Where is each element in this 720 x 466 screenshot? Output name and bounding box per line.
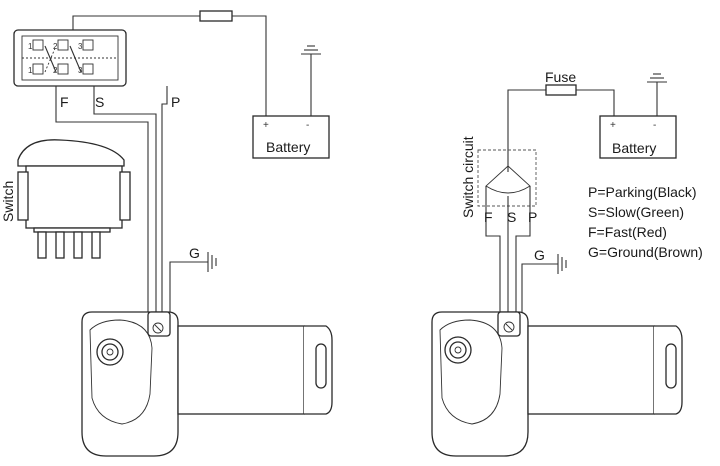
wire-label-p-right: P (528, 209, 537, 225)
wire-label-p-left: P (171, 94, 180, 110)
wire-color-legend: P=Parking(Black) S=Slow(Green) F=Fast(Re… (588, 184, 703, 260)
wiper-motor-left (81, 311, 333, 457)
pin-label-3-top: 3 (78, 42, 83, 51)
wire-label-f-left: F (60, 94, 69, 110)
legend-item-parking: P=Parking(Black) (588, 184, 697, 200)
battery-right: + - Battery (599, 73, 677, 159)
fuse-wire-left (72, 10, 267, 116)
wire-label-s-left: S (95, 94, 104, 110)
switch-circuit-box: Switch circuit (460, 136, 537, 218)
battery-label-right: Battery (612, 140, 656, 156)
switch-circuit-label: Switch circuit (460, 136, 476, 218)
pin-label-2-top: 2 (53, 42, 58, 51)
battery-minus-left: - (306, 120, 309, 131)
right-wiring-diagram: Fuse + - Battery Switch circuit F S P (431, 69, 683, 457)
pin-label-2-bottom: 2 (53, 66, 58, 75)
switch-label: Switch (0, 181, 16, 222)
switch-terminal-block: 1 2 3 1 2 3 (13, 29, 127, 87)
ground-label-right: G (534, 247, 545, 263)
pin-label-1-top: 1 (28, 42, 33, 51)
switch-circuit-wires: F S P (484, 186, 537, 312)
battery-label-left: Battery (266, 139, 310, 155)
legend-item-slow: S=Slow(Green) (588, 204, 684, 220)
left-wiring-diagram: 1 2 3 1 2 3 + - Battery (0, 10, 333, 457)
battery-minus-right: - (653, 120, 656, 131)
ground-left: G (169, 245, 217, 312)
pin-label-1-bottom: 1 (28, 66, 33, 75)
pin-label-3-bottom: 3 (78, 66, 83, 75)
battery-plus-right: + (610, 120, 616, 131)
ground-label-left: G (189, 245, 200, 261)
ground-right: G (521, 247, 567, 312)
legend-item-ground: G=Ground(Brown) (588, 244, 703, 260)
wire-label-f-right: F (484, 209, 493, 225)
switch-to-motor-wires: F S P (55, 86, 180, 312)
battery-left: + - Battery (252, 45, 330, 159)
rocker-switch-side-view: Switch (0, 139, 131, 259)
fuse-wire-right: Fuse (507, 69, 615, 172)
wire-label-s-right: S (507, 209, 516, 225)
wiper-motor-right (431, 311, 683, 457)
fuse-label: Fuse (545, 69, 576, 85)
legend-item-fast: F=Fast(Red) (588, 224, 667, 240)
battery-plus-left: + (263, 120, 269, 131)
